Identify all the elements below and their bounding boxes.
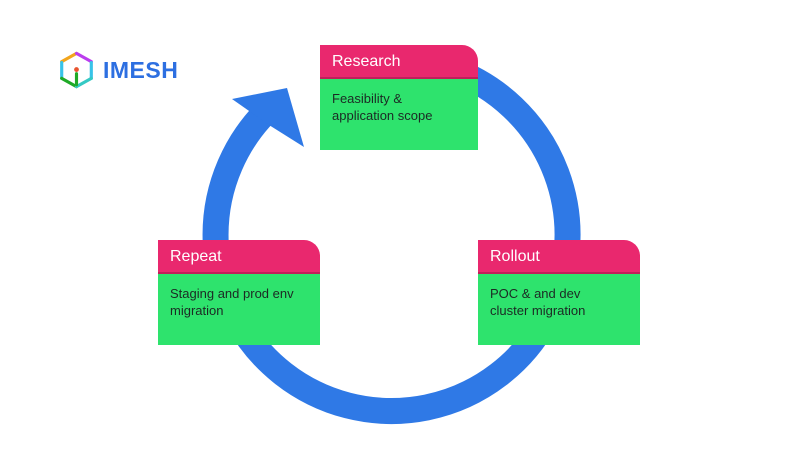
step-title-rollout: Rollout — [478, 240, 640, 274]
step-title-research: Research — [320, 45, 478, 79]
step-card-repeat: Repeat Staging and prod env migration — [158, 240, 320, 345]
cube-logo-icon — [60, 51, 93, 89]
logo-text: IMESH — [103, 56, 179, 83]
step-card-research: Research Feasibility & application scope — [320, 45, 478, 150]
cycle-arrow-head — [232, 88, 304, 147]
step-title-repeat: Repeat — [158, 240, 320, 274]
step-description-research: Feasibility & application scope — [332, 91, 433, 123]
step-description-rollout: POC & and dev cluster migration — [490, 286, 586, 318]
cycle-arrow-arc — [202, 57, 581, 424]
imesh-logo: IMESH — [58, 50, 178, 90]
step-card-rollout: Rollout POC & and dev cluster migration — [478, 240, 640, 345]
step-description-repeat: Staging and prod env migration — [170, 286, 294, 318]
